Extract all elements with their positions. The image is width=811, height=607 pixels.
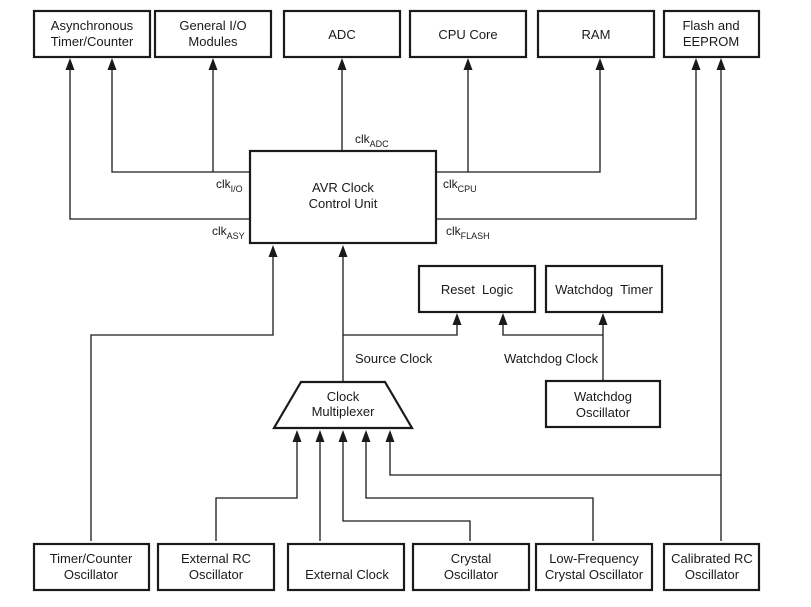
wire-clk-flash bbox=[436, 67, 697, 220]
watchdog-timer-block: Watchdog Timer bbox=[544, 264, 664, 314]
block-label: EEPROM bbox=[683, 34, 739, 49]
bottom-block-low-freq-crystal-osc: Low-Frequency Crystal Oscillator bbox=[534, 542, 654, 592]
block-label: Oscillator bbox=[64, 567, 119, 582]
wire-tc-osc bbox=[90, 254, 274, 541]
reset-logic-block: Reset Logic bbox=[417, 264, 537, 314]
clk-flash-label: clkFLASH bbox=[446, 224, 490, 241]
top-block-ram: RAM bbox=[536, 9, 656, 59]
arrowhead-icon bbox=[385, 430, 395, 442]
arrowhead-icon bbox=[65, 58, 75, 70]
bottom-block-external-rc-osc: External RC Oscillator bbox=[156, 542, 276, 592]
bottom-block-crystal-osc: Crystal Oscillator bbox=[411, 542, 531, 592]
arrowhead-icon bbox=[315, 430, 325, 442]
watchdog-clock-label: Watchdog Clock bbox=[504, 351, 599, 366]
arrowhead-icon bbox=[598, 313, 608, 325]
block-label: Oscillator bbox=[685, 567, 740, 582]
wire-calibrated-to-mux bbox=[389, 440, 721, 476]
block-label: Watchdog Timer bbox=[555, 282, 653, 297]
watchdog-oscillator-block: Watchdog Oscillator bbox=[544, 379, 662, 429]
top-block-general-io: General I/O Modules bbox=[153, 9, 273, 59]
clk-io-label: clkI/O bbox=[216, 177, 243, 194]
clk-asy-label: clkASY bbox=[212, 224, 245, 241]
arrowhead-icon bbox=[716, 58, 726, 70]
block-label: ADC bbox=[328, 27, 355, 42]
arrowhead-icon bbox=[498, 313, 508, 325]
arrowhead-icon bbox=[338, 430, 348, 442]
wire-ext-rc bbox=[215, 440, 298, 541]
top-block-adc: ADC bbox=[282, 9, 402, 59]
arrowhead-icon bbox=[107, 58, 117, 70]
block-label: External Clock bbox=[305, 567, 389, 582]
wire-clk-cpu bbox=[436, 67, 601, 173]
block-label: Calibrated RC bbox=[671, 551, 753, 566]
bottom-block-external-clock: External Clock bbox=[286, 542, 406, 592]
arrowhead-icon bbox=[292, 430, 302, 442]
block-label: Timer/Counter bbox=[51, 34, 134, 49]
clock-multiplexer: Clock Multiplexer bbox=[272, 380, 414, 430]
clk-cpu-label: clkCPU bbox=[443, 177, 477, 194]
arrowhead-icon bbox=[208, 58, 218, 70]
block-label: External RC bbox=[181, 551, 251, 566]
block-label: Multiplexer bbox=[312, 404, 376, 419]
block-label: Control Unit bbox=[309, 196, 378, 211]
block-label: General I/O bbox=[179, 18, 246, 33]
wire-watchdog-to-reset bbox=[502, 320, 603, 336]
arrowhead-icon bbox=[361, 430, 371, 442]
bottom-block-timer-counter-osc: Timer/Counter Oscillator bbox=[32, 542, 151, 592]
top-block-async-timer: Asynchronous Timer/Counter bbox=[32, 9, 152, 59]
wire-low-freq bbox=[365, 440, 594, 541]
block-label: Crystal bbox=[451, 551, 492, 566]
block-label: Clock bbox=[327, 389, 360, 404]
block-label: Modules bbox=[188, 34, 238, 49]
arrowhead-icon bbox=[337, 58, 347, 70]
arrowhead-icon bbox=[452, 313, 462, 325]
top-block-cpu-core: CPU Core bbox=[408, 9, 528, 59]
source-clock-label: Source Clock bbox=[355, 351, 433, 366]
arrowhead-icon bbox=[338, 245, 348, 257]
block-label: Low-Frequency bbox=[549, 551, 639, 566]
block-label: AVR Clock bbox=[312, 180, 374, 195]
arrowhead-icon bbox=[595, 58, 605, 70]
bottom-block-calibrated-rc-osc: Calibrated RC Oscillator bbox=[662, 542, 761, 592]
block-label: Flash and bbox=[682, 18, 739, 33]
block-label: Oscillator bbox=[444, 567, 499, 582]
block-label: RAM bbox=[582, 27, 611, 42]
block-label: Reset Logic bbox=[441, 282, 514, 297]
wire-source-to-reset bbox=[343, 320, 458, 336]
clk-adc-label: clkADC bbox=[355, 132, 389, 149]
wire-clk-asy bbox=[69, 67, 250, 220]
arrowhead-icon bbox=[691, 58, 701, 70]
arrowheads bbox=[65, 58, 726, 442]
block-label: Asynchronous bbox=[51, 18, 134, 33]
block-label: Oscillator bbox=[576, 405, 631, 420]
block-label: Timer/Counter bbox=[50, 551, 133, 566]
top-block-flash-eeprom: Flash and EEPROM bbox=[662, 9, 761, 59]
arrowhead-icon bbox=[268, 245, 278, 257]
wire-crystal bbox=[342, 440, 471, 541]
block-label: Watchdog bbox=[574, 389, 632, 404]
avr-clock-control-unit: AVR Clock Control Unit bbox=[248, 149, 438, 245]
block-label: Crystal Oscillator bbox=[545, 567, 644, 582]
block-label: CPU Core bbox=[438, 27, 497, 42]
block-label: Oscillator bbox=[189, 567, 244, 582]
wire-clk-io bbox=[111, 67, 250, 173]
arrowhead-icon bbox=[463, 58, 473, 70]
